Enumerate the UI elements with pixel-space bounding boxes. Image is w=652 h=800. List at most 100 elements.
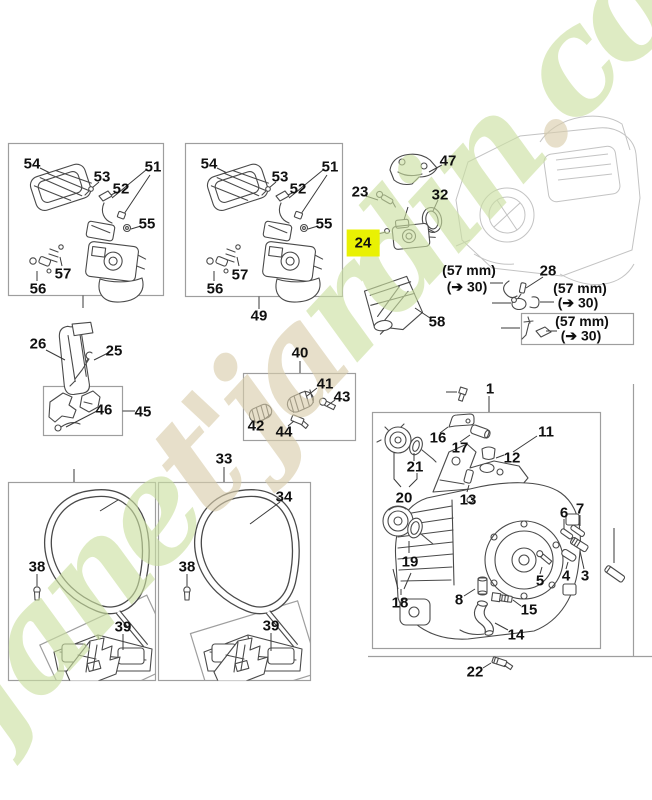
- part-21-oil-pump-drawing: [376, 423, 437, 463]
- part-label-3: 3: [580, 567, 590, 585]
- part-12-cap-drawing: [479, 446, 496, 474]
- part-44-screw-drawing: [290, 414, 309, 430]
- part-label-15: 15: [520, 601, 538, 619]
- note-ref30-3: (➔ 30): [560, 327, 602, 344]
- part-label-14: 14: [507, 626, 525, 644]
- part-handlebar-left-drawing: [33, 493, 156, 681]
- part-label-58: 58: [428, 313, 446, 331]
- part-label-43: 43: [333, 388, 351, 406]
- part-label-57a: 57: [54, 265, 72, 283]
- part-label-23: 23: [351, 183, 369, 201]
- part-label-11: 11: [538, 423, 554, 441]
- part-58-shroud-drawing: [363, 275, 424, 335]
- part-label-51a: 51: [144, 158, 162, 176]
- part-17-spacer-drawing: [470, 424, 491, 439]
- part-label-19: 19: [401, 553, 419, 571]
- part-3-stud-drawing: [569, 537, 589, 553]
- box-40: [242, 372, 357, 442]
- part-14-elbow-hose-drawing: [473, 600, 494, 636]
- note-ref30-1: (➔ 30): [446, 278, 488, 295]
- part-label-24: 24: [346, 229, 380, 257]
- part-5-screw-drawing: [536, 550, 553, 565]
- part-label-52a: 52: [112, 180, 130, 198]
- part-label-20: 20: [395, 489, 413, 507]
- note-mm57-2: (57 mm): [553, 280, 607, 296]
- part-23-screw-drawing: [376, 190, 396, 208]
- part-label-1: 1: [485, 380, 495, 398]
- part-hose-row2-drawing: [511, 296, 540, 311]
- part-label-4: 4: [561, 567, 571, 585]
- box-57mm-kit: [520, 312, 635, 346]
- part-label-38b: 38: [178, 558, 196, 576]
- part-8-bushing-drawing: [477, 576, 488, 596]
- part-label-6: 6: [559, 504, 569, 522]
- part-label-18: 18: [391, 594, 409, 612]
- part-label-51b: 51: [321, 158, 339, 176]
- part-label-21: 21: [406, 458, 424, 476]
- part-19-pump-body-drawing: [382, 505, 434, 545]
- part-label-7: 7: [575, 500, 585, 518]
- part-label-32: 32: [431, 186, 449, 204]
- box-carb-set-left: [7, 142, 165, 297]
- part-label-57b: 57: [231, 266, 249, 284]
- part-label-39a: 39: [114, 618, 132, 636]
- part-label-41: 41: [316, 375, 334, 393]
- box-handlebar-left: [7, 481, 157, 682]
- part-crankcase-drawing: [394, 443, 581, 640]
- part-label-28: 28: [539, 262, 557, 280]
- part-label-49: 49: [250, 307, 268, 325]
- part-label-45: 45: [134, 403, 152, 421]
- part-41-spring-drawing: [286, 389, 315, 414]
- part-label-5: 5: [535, 572, 545, 590]
- part-label-13: 13: [459, 491, 477, 509]
- part-handlebar-33-drawing: [183, 493, 311, 681]
- part-label-38a: 38: [28, 558, 46, 576]
- part-22-screw-drawing: [491, 656, 514, 671]
- note-mm57-1: (57 mm): [442, 262, 496, 278]
- part-25-rod-drawing: [69, 351, 93, 387]
- part-label-54a: 54: [23, 155, 41, 173]
- part-26-handguard-drawing: [58, 321, 94, 396]
- part-right-pin-drawing: [604, 565, 626, 583]
- part-label-54b: 54: [200, 155, 218, 173]
- part-15-plug-drawing: [490, 592, 513, 603]
- part-hose-kit-box-drawing: [521, 316, 552, 340]
- part-46-45-levers-drawing: [48, 390, 101, 432]
- part-label-47: 47: [439, 152, 457, 170]
- part-label-16: 16: [429, 429, 447, 447]
- part-label-40: 40: [291, 344, 309, 362]
- part-label-44: 44: [275, 423, 293, 441]
- part-label-39b: 39: [262, 617, 280, 635]
- part-label-17: 17: [451, 439, 469, 457]
- chainsaw-overview-drawing: [455, 115, 641, 286]
- part-label-53b: 53: [271, 168, 289, 186]
- box-handlebar-33: [157, 481, 312, 682]
- box-crankcase: [371, 411, 602, 650]
- part-43-screw-drawing: [318, 397, 337, 411]
- part-7-pin-drawing: [570, 524, 586, 537]
- part-label-34: 34: [275, 488, 293, 506]
- part-label-33: 33: [215, 450, 233, 468]
- part-4-pin-drawing: [561, 548, 577, 562]
- part-label-52b: 52: [289, 180, 307, 198]
- part-label-26: 26: [29, 335, 47, 353]
- part-24-carburetor-drawing: [391, 218, 436, 250]
- leader-box-bottom-lines: [82, 295, 260, 309]
- part-label-56a: 56: [29, 280, 47, 298]
- part-label-22: 22: [466, 663, 484, 681]
- part-label-53a: 53: [93, 168, 111, 186]
- note-mm57-3: (57 mm): [555, 313, 609, 329]
- part-label-55b: 55: [315, 215, 333, 233]
- leader-lines: [36, 164, 615, 669]
- part-label-25: 25: [105, 342, 123, 360]
- part-label-12: 12: [503, 449, 521, 467]
- part-16-bracket-drawing: [448, 413, 475, 428]
- part-label-8: 8: [454, 591, 464, 609]
- part-label-46: 46: [95, 401, 113, 419]
- part-1-bolt-drawing: [457, 386, 468, 402]
- note-ref30-2: (➔ 30): [557, 294, 599, 311]
- part-13-pin-drawing: [463, 469, 474, 484]
